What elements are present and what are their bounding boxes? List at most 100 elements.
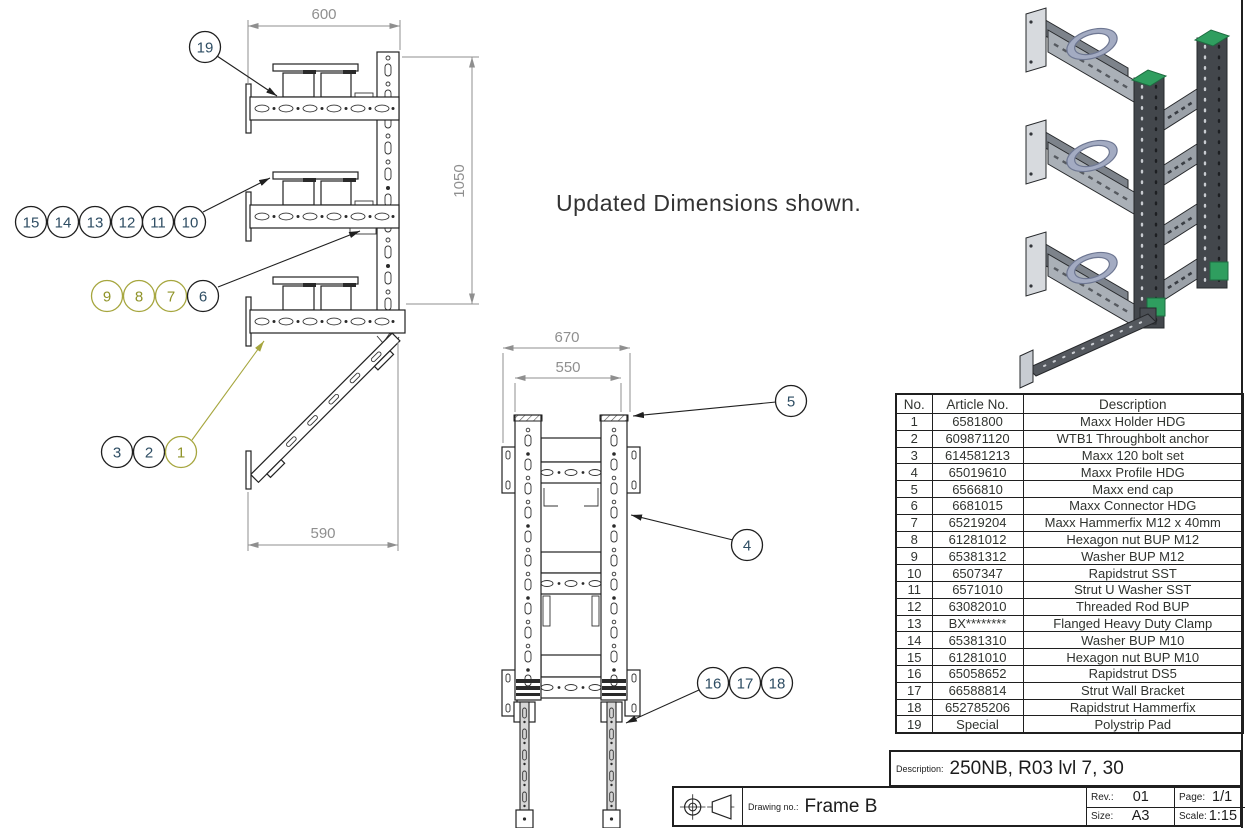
balloon-2-label: 2 [145, 445, 153, 462]
size-value: A3 [1131, 808, 1150, 825]
dim-670-label: 670 [554, 330, 579, 346]
part-no-cell: 11 [895, 580, 933, 599]
part-no-cell: 5 [895, 480, 933, 498]
balloon-3-label: 3 [113, 445, 121, 462]
balloon-14-label: 14 [55, 215, 72, 232]
leader-5 [632, 401, 777, 419]
description-cell: Threaded Rod BUP [1022, 597, 1244, 616]
balloon-7-label: 7 [167, 289, 175, 306]
balloon-11-label: 11 [150, 215, 166, 232]
description-cell: Polystrip Pad [1022, 715, 1244, 734]
wall-brackets [501, 446, 641, 717]
leader-19 [216, 55, 278, 97]
rev-value: 01 [1132, 789, 1149, 806]
drawing-no-cell: Drawing no.: Frame B [743, 788, 1086, 825]
dimension-670: 670 [502, 330, 631, 443]
balloon-1: 1 [164, 435, 198, 469]
part-no-cell: 1 [895, 413, 933, 431]
description-cell: Washer BUP M10 [1022, 631, 1244, 650]
part-no-cell: 12 [895, 597, 933, 616]
balloon-8-label: 8 [135, 289, 143, 306]
iso-front-post [1130, 69, 1168, 329]
balloon-5: 5 [774, 384, 808, 418]
description-cell: Maxx end cap [1022, 480, 1244, 498]
projection-symbol-cell [674, 788, 743, 825]
balloon-9: 9 [90, 279, 124, 313]
balloon-12-label: 12 [119, 215, 136, 232]
part-no-cell: 2 [895, 429, 933, 448]
part-no-cell: 7 [895, 513, 933, 532]
balloon-18: 18 [760, 666, 794, 700]
description-label: Description: [896, 763, 944, 774]
balloon-8: 8 [122, 279, 156, 313]
wall-post [376, 51, 400, 344]
leader-4 [630, 514, 734, 541]
description-cell: Maxx Hammerfix M12 x 40mm [1022, 513, 1244, 532]
balloon-12: 12 [110, 205, 144, 239]
part-no-cell: 6 [895, 496, 933, 515]
part-no-cell: 9 [895, 547, 933, 566]
balloon-16: 16 [696, 666, 730, 700]
balloon-10-label: 10 [182, 215, 199, 232]
header-article-no: Article No. [931, 393, 1024, 414]
scale-value: 1:15 [1208, 808, 1238, 825]
article-no-cell: 609871120 [931, 429, 1024, 448]
balloon-14: 14 [46, 205, 80, 239]
part-no-cell: 15 [895, 648, 933, 666]
balloon-6-label: 6 [199, 289, 207, 306]
drawing-no-value: Frame B [804, 795, 878, 817]
rev-page-size-scale-grid: Rev.: 01 Page: 1/1 Size: A3 Scale: 1:15 [1086, 788, 1246, 825]
dimension-550: 550 [514, 359, 622, 412]
balloon-18-label: 18 [769, 676, 786, 693]
dimension-1050: 1050 [402, 56, 479, 305]
balloon-3: 3 [100, 435, 134, 469]
scale-cell: Scale: 1:15 [1174, 806, 1246, 825]
description-cell: Maxx Profile HDG [1022, 463, 1244, 482]
balloon-15: 15 [14, 205, 48, 239]
frame-posts [513, 414, 629, 701]
article-no-cell: 65019610 [931, 463, 1024, 482]
part-no-cell: 16 [895, 664, 933, 683]
iso-cross-rails [1163, 88, 1198, 301]
diagonal-brace [245, 332, 401, 490]
description-cell: Rapidstrut DS5 [1022, 664, 1244, 683]
rev-label: Rev.: [1091, 791, 1114, 803]
description-cell: Maxx Connector HDG [1022, 496, 1244, 515]
balloon-11: 11 [141, 205, 175, 239]
drawing-no-label: Drawing no.: [748, 801, 799, 812]
iso-arm-level-3 [1025, 231, 1135, 327]
dimension-590: 590 [247, 342, 399, 551]
part-no-cell: 19 [895, 715, 933, 734]
part-no-cell: 13 [895, 614, 933, 633]
article-no-cell: 66588814 [931, 681, 1024, 700]
leader-16 [625, 689, 700, 724]
description-cell: Hexagon nut BUP M12 [1022, 530, 1244, 549]
balloon-10: 10 [173, 205, 207, 239]
article-no-cell: 6681015 [931, 496, 1024, 515]
balloon-13: 13 [78, 205, 112, 239]
balloon-1-label: 1 [177, 445, 185, 462]
balloon-17-label: 17 [737, 676, 754, 693]
part-no-cell: 17 [895, 681, 933, 700]
page-cell: Page: 1/1 [1174, 788, 1245, 807]
iso-rear-post [1193, 29, 1231, 289]
balloon-9-label: 9 [103, 289, 111, 306]
article-no-cell: 65058652 [931, 664, 1024, 683]
iso-arm-level-1 [1025, 7, 1135, 103]
article-no-cell: 6566810 [931, 480, 1024, 498]
description-cell: Maxx 120 bolt set [1022, 446, 1244, 465]
cantilever-arm-middle [245, 171, 400, 242]
description-cell: Strut Wall Bracket [1022, 681, 1244, 700]
article-no-cell: 61281012 [931, 530, 1024, 549]
